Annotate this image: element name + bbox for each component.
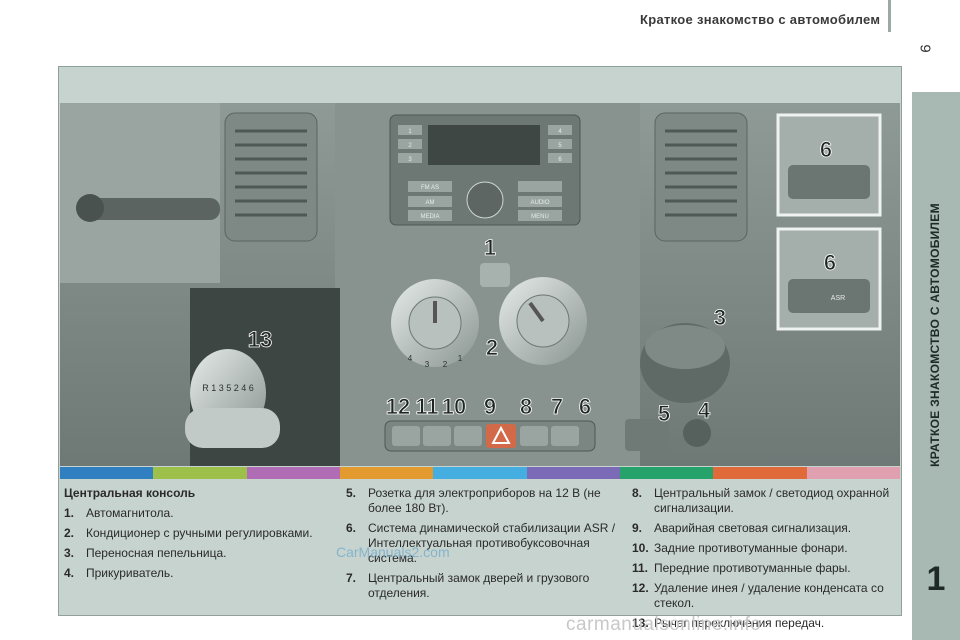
radio-label-am: AM xyxy=(426,200,435,206)
legend-item: 11.Передние противотуманные фары. xyxy=(632,561,851,575)
legend-column-3: 8.Центральный замок / светодиод охранной… xyxy=(632,486,894,636)
wiper-stalk xyxy=(76,194,220,222)
radio-label-audio: AUDIO xyxy=(530,200,549,206)
legend-title: Центральная консоль xyxy=(64,486,196,500)
legend-item: 8.Центральный замок / светодиод охранной… xyxy=(632,486,890,515)
legend-item: 2.Кондиционер с ручными регулировками. xyxy=(64,526,313,540)
legend-item: 4.Прикуриватель. xyxy=(64,566,174,580)
gear-pattern: R 1 3 5 2 4 6 xyxy=(202,383,254,393)
switch-strip xyxy=(384,420,596,452)
callout-3: 3 xyxy=(714,305,726,330)
color-stripe xyxy=(60,467,154,479)
dial-number-1: 1 xyxy=(458,354,463,363)
legend-item: 1.Автомагнитола. xyxy=(64,506,174,520)
console-photo: 1 2 3 4 5 6 6 6 7 8 9 10 11 12 13 FM AS … xyxy=(60,103,900,466)
callout-2: 2 xyxy=(486,335,498,360)
header-rule xyxy=(888,0,891,32)
dial-number-3: 3 xyxy=(425,360,430,369)
callout-10: 10 xyxy=(442,394,466,419)
ashtray-lighter xyxy=(625,323,730,451)
callout-4: 4 xyxy=(698,398,711,423)
radio-label-menu: MENU xyxy=(531,214,549,220)
radio-preset-3: 3 xyxy=(408,157,412,163)
legend-item: 13.Рычаг переключения передач. xyxy=(632,616,825,630)
page-number: 9 xyxy=(916,44,934,53)
legend-item: 9.Аварийная световая сигнализация. xyxy=(632,521,852,535)
inset-asr-button xyxy=(776,227,882,331)
radio-preset-4: 4 xyxy=(558,129,562,135)
legend-item: 7.Центральный замок дверей и грузового о… xyxy=(346,571,590,600)
chapter-tab-label: КРАТКОЕ ЗНАКОМСТВО С АВТОМОБИЛЕМ xyxy=(928,203,942,467)
radio-preset-5: 5 xyxy=(558,143,562,149)
color-stripe xyxy=(153,467,247,479)
callout-12: 12 xyxy=(386,394,410,419)
radio-preset-1: 1 xyxy=(408,129,412,135)
color-stripe xyxy=(526,467,620,479)
dial-number-2: 2 xyxy=(443,360,448,369)
watermark: CarManuals2.com xyxy=(336,544,450,560)
radio-preset-2: 2 xyxy=(408,143,412,149)
color-stripes xyxy=(60,467,900,479)
legend-column-1: Центральная консоль 1.Автомагнитола. 2.К… xyxy=(64,486,332,586)
callout-9: 9 xyxy=(484,394,496,419)
header-title: Краткое знакомство с автомобилем xyxy=(640,12,881,27)
callout-11: 11 xyxy=(415,394,438,419)
callout-6: 6 xyxy=(579,394,591,419)
callout-5: 5 xyxy=(658,401,670,426)
callout-7: 7 xyxy=(551,394,563,419)
legend-item: 5.Розетка для электроприборов на 12 В (н… xyxy=(346,486,601,515)
chapter-side-tab xyxy=(912,92,960,640)
callout-6-inset-bottom: 6 xyxy=(824,250,836,275)
callout-13: 13 xyxy=(248,327,272,352)
callout-6-inset-top: 6 xyxy=(820,137,832,162)
legend-item: 10.Задние противотуманные фонари. xyxy=(632,541,848,555)
legend-item: 3.Переносная пепельница. xyxy=(64,546,227,560)
legend-column-2: 5.Розетка для электроприборов на 12 В (н… xyxy=(346,486,616,606)
radio-label-fm: FM AS xyxy=(421,185,439,191)
color-stripe xyxy=(806,467,900,479)
dial-number-4: 4 xyxy=(408,354,413,363)
radio-preset-6: 6 xyxy=(558,157,562,163)
radio-label-media: MEDIA xyxy=(420,214,439,220)
color-stripe xyxy=(713,467,807,479)
radio-unit xyxy=(389,114,581,226)
asr-label: ASR xyxy=(831,295,845,302)
legend-item: 12.Удаление инея / удаление конденсата с… xyxy=(632,581,884,610)
callout-8: 8 xyxy=(520,394,532,419)
dashboard-left xyxy=(60,103,220,283)
color-stripe xyxy=(433,467,527,479)
callout-1: 1 xyxy=(484,235,496,260)
color-stripe xyxy=(339,467,434,479)
footer-watermark: carmanualsonline.info xyxy=(566,614,762,635)
inset-lock-button xyxy=(776,113,882,217)
chapter-number: 1 xyxy=(926,560,946,598)
color-stripe xyxy=(619,467,714,479)
legend-item: 6.Система динамической стабилизации ASR … xyxy=(346,521,616,565)
color-stripe xyxy=(246,467,340,479)
gear-lever xyxy=(185,288,340,466)
left-air-vent xyxy=(224,112,318,242)
climate-controls xyxy=(391,263,587,367)
right-air-vent xyxy=(654,112,748,242)
